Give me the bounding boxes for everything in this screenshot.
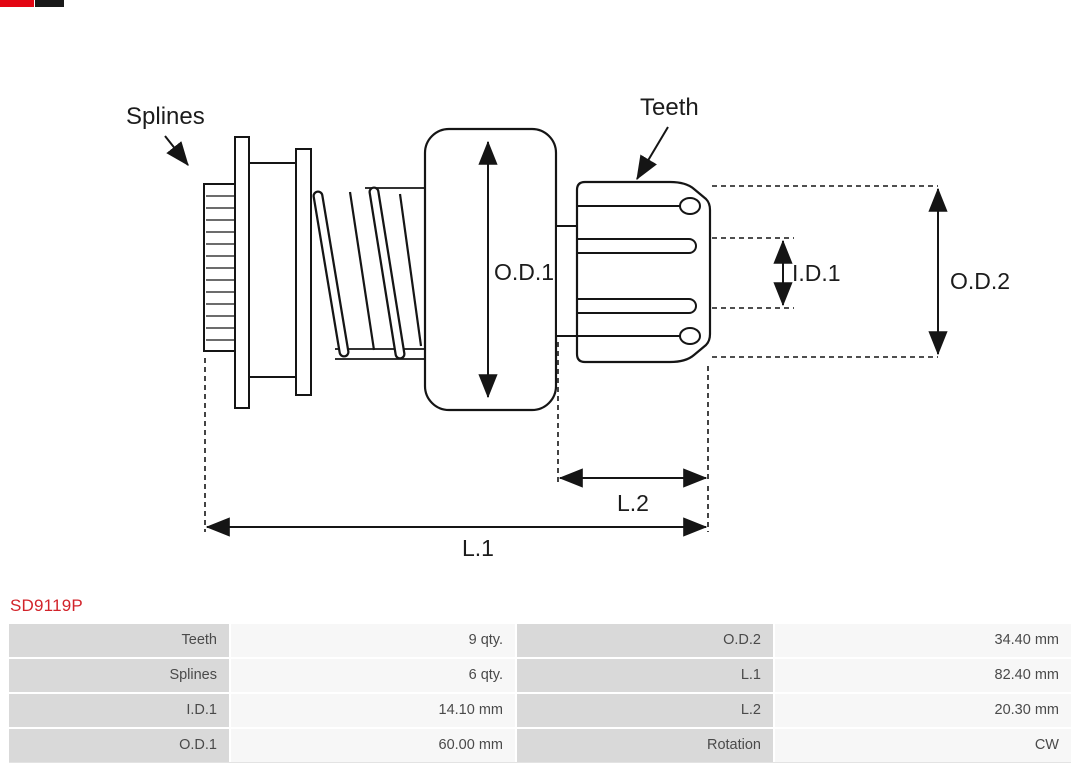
technical-drawing: Splines Teeth O.D.1 I.D.1 O.D.2 L.2 L.1: [126, 94, 1010, 561]
spec-value-cell: 20.30 mm: [775, 694, 1071, 727]
spec-label-cell: O.D.2: [517, 624, 773, 657]
spec-label-cell: L.2: [517, 694, 773, 727]
spec-label-cell: O.D.1: [9, 729, 229, 762]
l2-label: L.2: [617, 490, 649, 516]
brand-stripe-black-segment: [35, 0, 64, 7]
part-number: SD9119P: [10, 596, 83, 615]
od1-label: O.D.1: [494, 259, 554, 285]
spec-value-cell: 34.40 mm: [775, 624, 1071, 657]
spec-label-cell: L.1: [517, 659, 773, 692]
spec-value-cell: 82.40 mm: [775, 659, 1071, 692]
flange-discs: [234, 136, 312, 409]
teeth-label: Teeth: [640, 94, 699, 121]
od1-label-backplate: [490, 257, 552, 287]
splines-label: Splines: [126, 103, 205, 130]
spec-label-cell: Splines: [9, 659, 229, 692]
drive-assembly-outline: [203, 127, 712, 412]
spec-value-cell: 60.00 mm: [231, 729, 515, 762]
extension-lines: [204, 185, 938, 532]
id1-label: I.D.1: [792, 260, 841, 286]
spec-label-cell: I.D.1: [9, 694, 229, 727]
spec-value-cell: 14.10 mm: [231, 694, 515, 727]
spec-value-cell: 6 qty.: [231, 659, 515, 692]
spec-label-cell: Rotation: [517, 729, 773, 762]
pinion-gear: [575, 180, 712, 364]
brand-stripe-red-segment: [0, 0, 34, 7]
brand-stripe: [0, 0, 64, 7]
dimension-lines: [164, 126, 948, 537]
spring: [312, 186, 426, 360]
spec-table: Teeth 9 qty. O.D.2 34.40 mm Splines 6 qt…: [9, 624, 1071, 763]
spec-value-cell: 9 qty.: [231, 624, 515, 657]
l1-label: L.1: [462, 535, 494, 561]
spec-value-cell: CW: [775, 729, 1071, 762]
od2-label: O.D.2: [950, 268, 1010, 294]
spec-label-cell: Teeth: [9, 624, 229, 657]
splined-shaft: [203, 183, 236, 352]
teeth-leader-arrow: [636, 126, 669, 181]
splines-leader-arrow: [164, 135, 189, 166]
